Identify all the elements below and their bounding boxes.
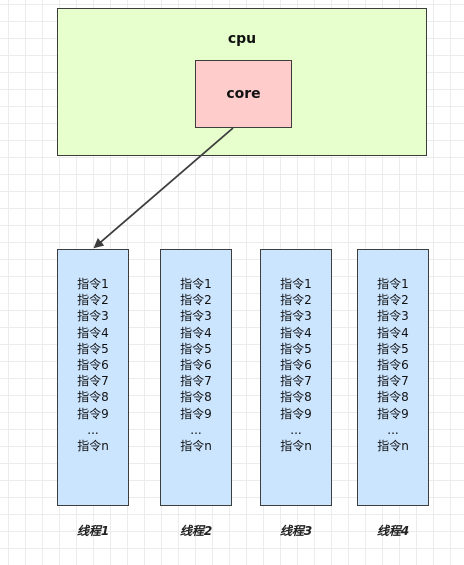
instruction-item: 指令1 xyxy=(180,277,212,291)
instruction-item: 指令7 xyxy=(377,374,409,389)
instruction-item: ... xyxy=(387,422,399,437)
thread-1-box: 指令1 指令2 指令3 指令4 指令5 指令6 指令7 指令8 指令9 ... … xyxy=(57,249,129,506)
thread-4-box: 指令1 指令2 指令3 指令4 指令5 指令6 指令7 指令8 指令9 ... … xyxy=(357,249,429,506)
instruction-item: 指令2 xyxy=(280,293,312,308)
core-box: core xyxy=(195,60,292,128)
thread-4-label: 线程4 xyxy=(376,524,410,538)
instruction-list: 指令1 指令2 指令3 指令4 指令5 指令6 指令7 指令8 指令9 ... … xyxy=(161,276,231,454)
instruction-item: 指令9 xyxy=(377,406,409,421)
instruction-item: 指令6 xyxy=(180,358,212,373)
instruction-item: 指令9 xyxy=(280,406,312,421)
instruction-item: 指令6 xyxy=(280,358,312,373)
instruction-item: 指令9 xyxy=(77,406,109,421)
instruction-item: 指令4 xyxy=(280,325,312,340)
instruction-item: 指令3 xyxy=(377,309,409,324)
instruction-item: 指令3 xyxy=(180,309,212,324)
instruction-item: 指令n xyxy=(77,439,109,454)
instruction-item: 指令6 xyxy=(377,358,409,373)
instruction-item: 指令1 xyxy=(377,277,409,291)
instruction-item: 指令6 xyxy=(77,358,109,373)
instruction-item: 指令8 xyxy=(280,390,312,405)
instruction-item: 指令1 xyxy=(77,277,109,291)
thread-3-box: 指令1 指令2 指令3 指令4 指令5 指令6 指令7 指令8 指令9 ... … xyxy=(260,249,332,506)
instruction-item: 指令7 xyxy=(77,374,109,389)
instruction-item: 指令2 xyxy=(77,293,109,308)
instruction-item: 指令4 xyxy=(180,325,212,340)
instruction-item: 指令4 xyxy=(377,325,409,340)
instruction-item: ... xyxy=(87,422,99,437)
instruction-item: 指令8 xyxy=(77,390,109,405)
instruction-item: 指令4 xyxy=(77,325,109,340)
instruction-item: 指令7 xyxy=(280,374,312,389)
instruction-item: 指令9 xyxy=(180,406,212,421)
instruction-item: ... xyxy=(190,422,202,437)
instruction-item: 指令n xyxy=(180,439,212,454)
instruction-item: 指令8 xyxy=(180,390,212,405)
instruction-item: 指令2 xyxy=(180,293,212,308)
instruction-item: 指令3 xyxy=(280,309,312,324)
instruction-item: 指令8 xyxy=(377,390,409,405)
instruction-item: 指令5 xyxy=(280,341,312,356)
instruction-item: 指令n xyxy=(377,439,409,454)
instruction-item: 指令3 xyxy=(77,309,109,324)
thread-2-box: 指令1 指令2 指令3 指令4 指令5 指令6 指令7 指令8 指令9 ... … xyxy=(160,249,232,506)
instruction-item: 指令5 xyxy=(77,341,109,356)
instruction-item: 指令2 xyxy=(377,293,409,308)
instruction-item: 指令7 xyxy=(180,374,212,389)
thread-2-label: 线程2 xyxy=(179,524,213,538)
thread-1-label: 线程1 xyxy=(76,524,110,538)
instruction-item: ... xyxy=(290,422,302,437)
instruction-item: 指令5 xyxy=(377,341,409,356)
instruction-list: 指令1 指令2 指令3 指令4 指令5 指令6 指令7 指令8 指令9 ... … xyxy=(358,276,428,454)
instruction-list: 指令1 指令2 指令3 指令4 指令5 指令6 指令7 指令8 指令9 ... … xyxy=(261,276,331,454)
instruction-item: 指令n xyxy=(280,439,312,454)
cpu-label: cpu xyxy=(227,31,257,47)
instruction-list: 指令1 指令2 指令3 指令4 指令5 指令6 指令7 指令8 指令9 ... … xyxy=(58,276,128,454)
thread-3-label: 线程3 xyxy=(279,524,313,538)
instruction-item: 指令5 xyxy=(180,341,212,356)
instruction-item: 指令1 xyxy=(280,277,312,291)
